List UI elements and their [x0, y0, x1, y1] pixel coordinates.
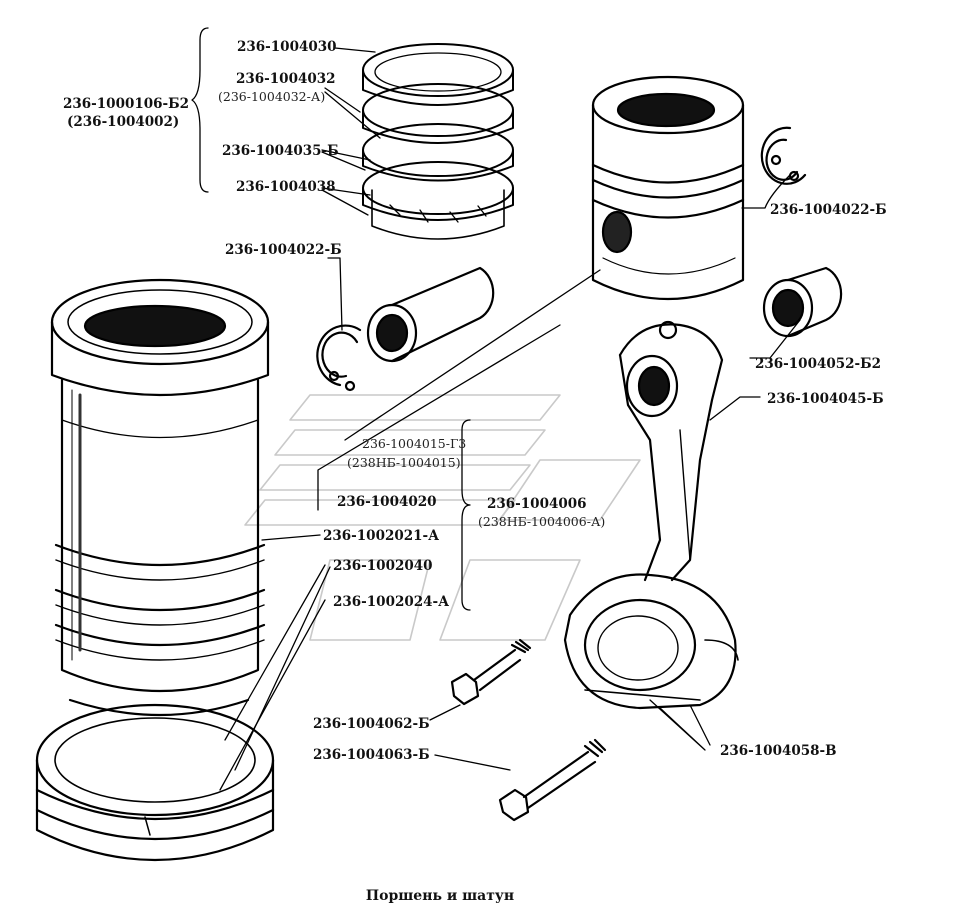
label-ring-oil: 236-1004038	[236, 179, 336, 195]
label-ring-035: 236-1004035-Б	[222, 143, 339, 159]
diagram-caption: Поршень и шатун	[365, 888, 515, 904]
label-rod-assembly: 236-1004006	[487, 496, 587, 512]
cylinder-liner	[50, 278, 270, 717]
label-piston-alt: (238НБ-1004015)	[347, 455, 461, 470]
rod-bushing	[762, 266, 843, 338]
label-piston: 236-1004015-Г3	[362, 436, 467, 451]
leader-lines	[191, 27, 801, 791]
label-ring-top: 236-1004030	[237, 39, 337, 55]
label-bolt-2: 236-1004063-Б	[313, 747, 430, 763]
label-ring-set: 236-1000106-Б2	[63, 96, 190, 112]
label-liner-seal-2: 236-1002024-А	[333, 594, 450, 610]
liner-seal-rings	[35, 703, 275, 862]
piston-pin	[366, 266, 495, 363]
label-circlip-right: 236-1004022-Б	[770, 202, 887, 218]
label-ring-set-alt: (236-1004002)	[67, 114, 180, 130]
piston-rings	[362, 43, 514, 240]
piston	[591, 75, 745, 300]
connecting-rod	[563, 320, 739, 710]
label-circlip-left: 236-1004022-Б	[225, 242, 342, 258]
label-rod: 236-1004045-Б	[767, 391, 884, 407]
label-bushing: 236-1004052-Б2	[755, 356, 882, 372]
label-ring-compression-alt: (236-1004032-А)	[218, 89, 326, 104]
label-bolt-1: 236-1004062-Б	[313, 716, 430, 732]
rod-bolts	[450, 638, 607, 822]
label-liner: 236-1002021-А	[323, 528, 440, 544]
circlip-left-shape	[316, 324, 362, 392]
label-ring-compression: 236-1004032	[236, 71, 336, 87]
label-pin: 236-1004020	[337, 494, 437, 510]
circlip-right-shape	[760, 126, 807, 185]
label-rod-assembly-alt: (238НБ-1004006-А)	[478, 514, 606, 529]
label-bearing: 236-1004058-В	[720, 743, 837, 759]
label-liner-seal: 236-1002040	[333, 558, 433, 574]
